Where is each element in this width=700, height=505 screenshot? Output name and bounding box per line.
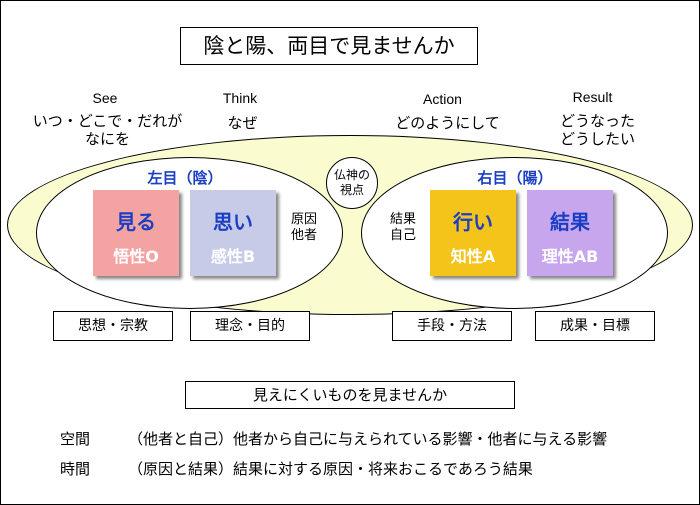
left-eye-ellipse xyxy=(36,157,343,309)
card-action-minor: 知性A xyxy=(450,247,496,266)
card-see-minor: 悟性O xyxy=(113,247,159,266)
header-think: Think xyxy=(222,90,258,106)
label-philosophy-purpose: 理念・目的 xyxy=(190,311,310,341)
card-think-main: 思い xyxy=(213,210,253,234)
row-time-text: （原因と結果）結果に対する原因・将来おこるであろう結果 xyxy=(128,460,533,478)
card-see: 見る 悟性O xyxy=(93,190,179,276)
header-action: Action xyxy=(423,91,462,107)
label-thought-religion: 思想・宗教 xyxy=(53,311,173,341)
center-viewpoint: 仏神の 視点 xyxy=(326,157,378,209)
header-see: See xyxy=(92,90,118,106)
subtitle: 見えにくいものを見ませんか xyxy=(185,381,515,409)
card-action-main: 行い xyxy=(453,210,493,234)
header-result-text: どうなった どうしたい xyxy=(559,112,635,148)
card-result: 結果 理性AB xyxy=(527,190,613,276)
row-space-text: （他者と自己）他者から自己に与えられている影響・他者に与える影響 xyxy=(128,430,608,448)
label-means-method: 手段・方法 xyxy=(392,311,512,341)
row-space-label: 空間 xyxy=(60,430,91,448)
card-result-main: 結果 xyxy=(550,210,590,234)
card-action: 行い 知性A xyxy=(430,190,516,276)
card-think-minor: 感性B xyxy=(210,247,256,266)
header-think-text: なぜ xyxy=(227,114,258,132)
label-outcome-goal: 成果・目標 xyxy=(535,311,655,341)
card-see-main: 見る xyxy=(116,210,156,234)
card-result-minor: 理性AB xyxy=(541,247,599,266)
card-think: 思い 感性B xyxy=(190,190,276,276)
page-title: 陰と陽、両目で見ませんか xyxy=(180,27,478,65)
center-viewpoint-text: 仏神の 視点 xyxy=(333,168,370,197)
header-see-text: いつ・どこで・だれが なにを xyxy=(32,112,183,148)
right-eye-label: 右目（陽） xyxy=(477,169,553,187)
row-time-label: 時間 xyxy=(60,460,91,478)
left-eye-label: 左目（陰） xyxy=(147,169,223,187)
header-action-text: どのようにして xyxy=(395,114,500,132)
header-result: Result xyxy=(572,89,613,105)
left-eye-side-text: 原因 他者 xyxy=(290,212,317,243)
right-eye-side-text: 結果 自己 xyxy=(389,212,416,243)
